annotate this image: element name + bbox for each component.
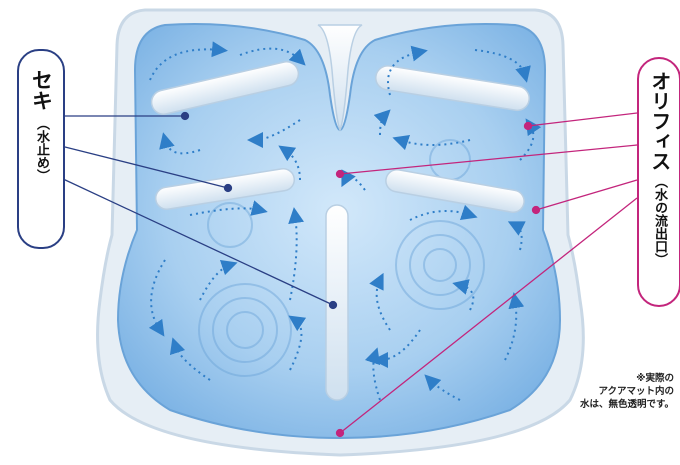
weir-sublabel-text: （水止め） <box>34 117 48 182</box>
footnote-line-2: アクアマット内の <box>580 386 674 399</box>
weir-label-text: セキ <box>30 69 53 111</box>
footnote-line-3: 水は、無色透明です。 <box>580 399 674 412</box>
orifice-label: オリフィス <box>648 71 670 171</box>
footnote: ※実際の アクアマット内の 水は、無色透明です。 <box>580 373 674 411</box>
weir-label-box: セキ （水止め） <box>17 49 65 249</box>
orifice-label-text: オリフィス <box>648 71 670 171</box>
weir-center-vertical <box>326 205 348 400</box>
orifice-label-box: オリフィス （水の流出口） <box>637 57 680 307</box>
orifice-sublabel-text: （水の流出口） <box>652 175 666 266</box>
weir-sublabel: （水止め） <box>34 117 48 182</box>
weir-label: セキ <box>30 69 53 111</box>
footnote-line-1: ※実際の <box>580 373 674 386</box>
orifice-sublabel: （水の流出口） <box>652 175 666 266</box>
